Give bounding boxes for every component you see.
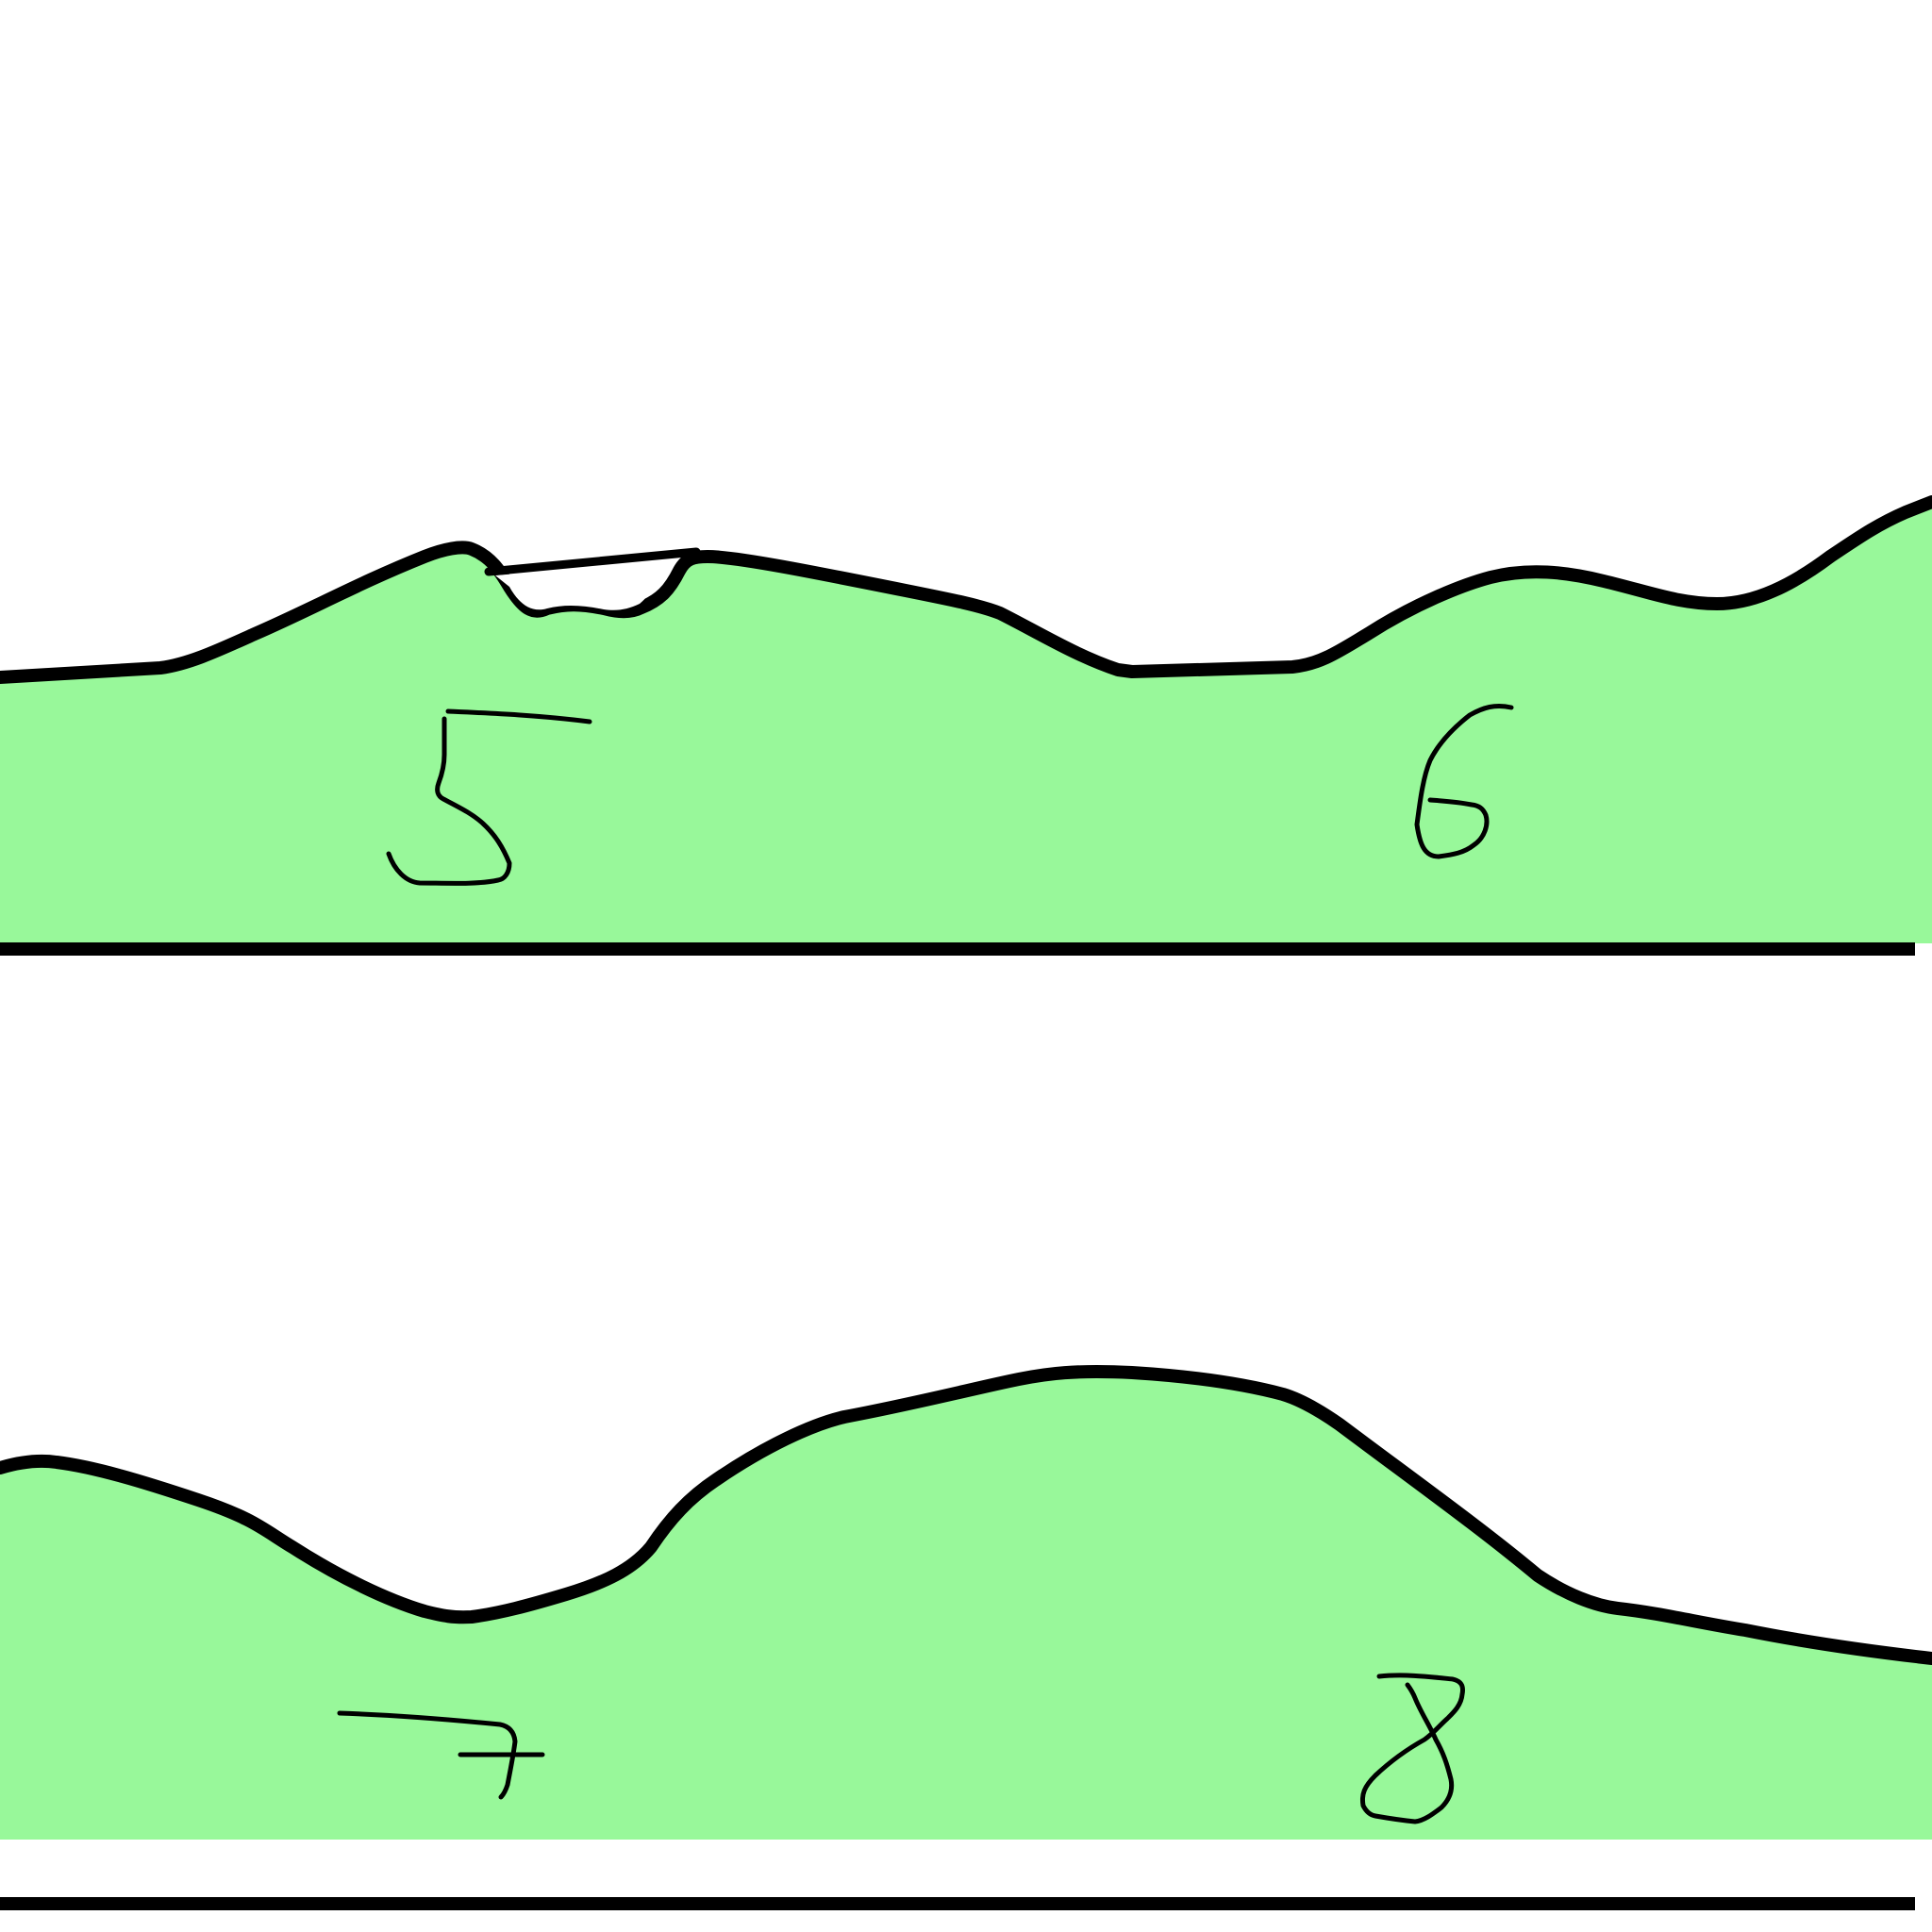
- overhang-gap: [495, 560, 670, 610]
- top-terrain-fill: [0, 502, 1932, 943]
- top-terrain-outline: [0, 495, 1932, 684]
- overhang-ledge: [484, 547, 701, 576]
- level-8-button[interactable]: 8: [1359, 1673, 1465, 1824]
- bottom-terrain-outline: [0, 1365, 1932, 1665]
- top-panel: [0, 495, 1932, 956]
- level-5-digit: [386, 708, 592, 886]
- bottom-panel: [0, 1365, 1932, 1910]
- level-7-button[interactable]: 7: [337, 1710, 545, 1800]
- level-8-digit: [1359, 1673, 1465, 1824]
- level-6-button[interactable]: 6: [1414, 703, 1514, 859]
- level-5-button[interactable]: 5: [386, 708, 592, 886]
- level-7-digit: [337, 1710, 545, 1800]
- level-6-digit: [1414, 703, 1514, 859]
